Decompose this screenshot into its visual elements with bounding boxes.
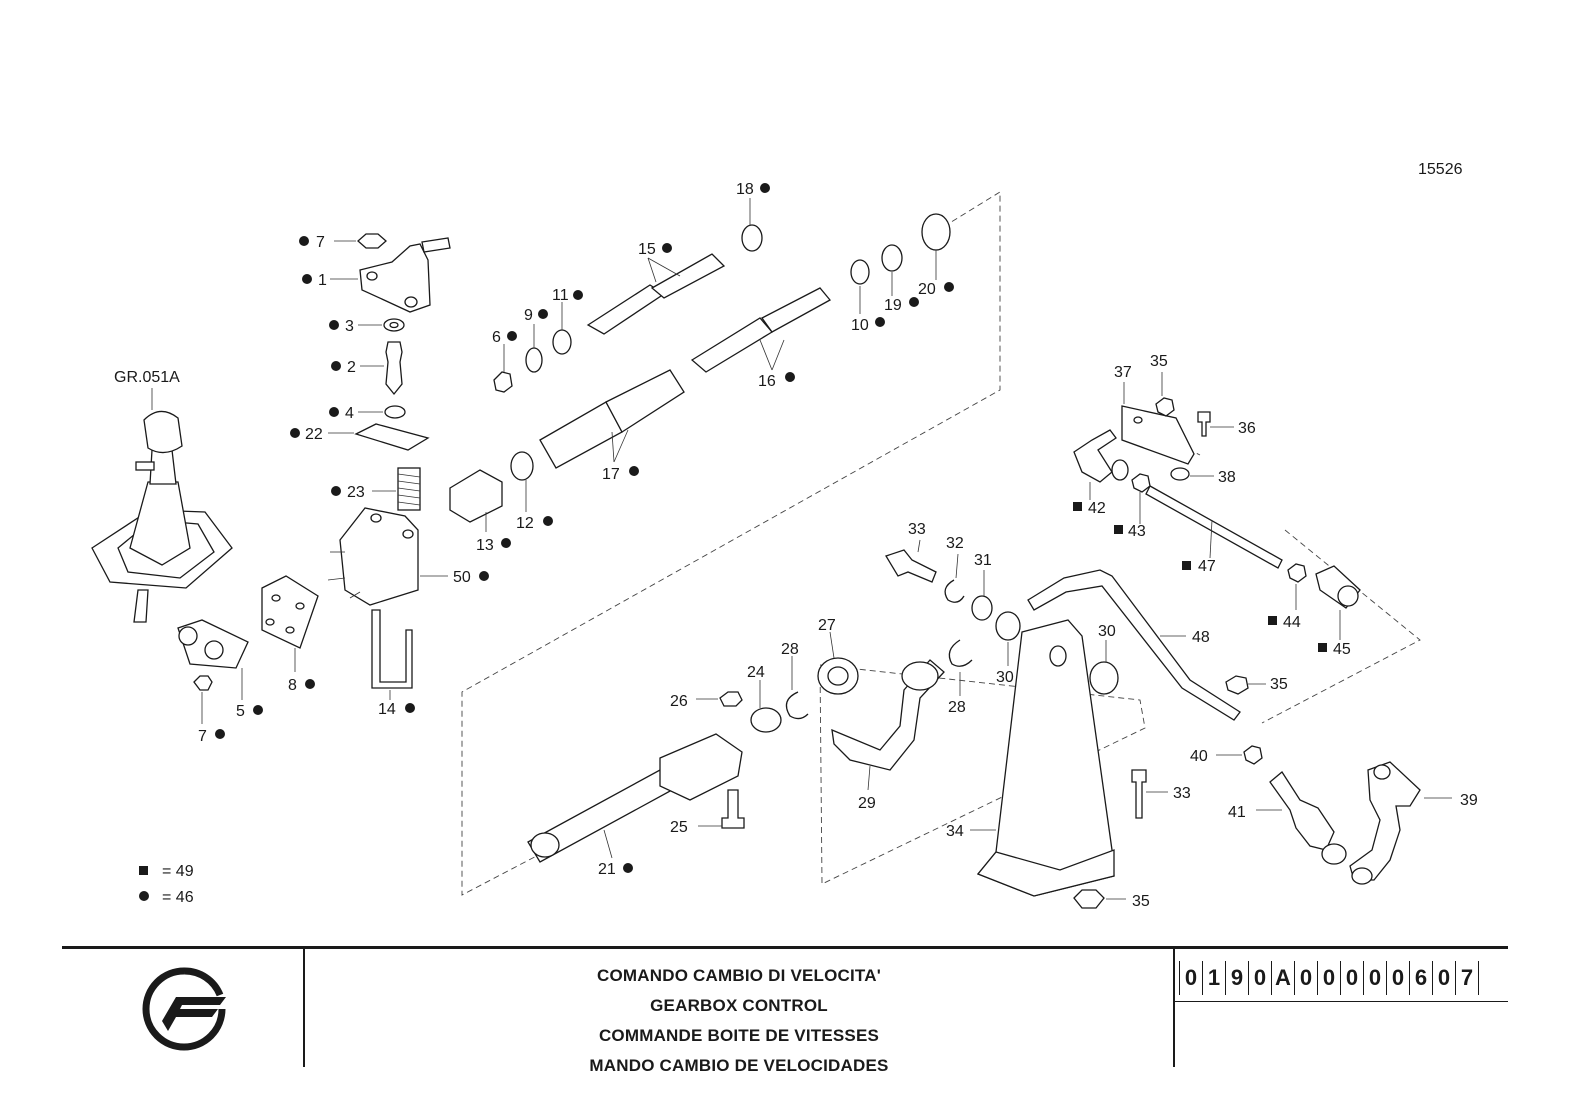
- linkage-assembly: [1073, 372, 1361, 640]
- callout-21: 21: [598, 861, 616, 878]
- callout-48: 48: [1192, 629, 1210, 646]
- upper-shaft-assembly: [449, 198, 951, 532]
- callout-27: 27: [818, 617, 836, 634]
- callout-9: 9: [524, 307, 533, 324]
- callout-30a: 30: [996, 669, 1014, 686]
- lower-shaft-assembly: [527, 631, 973, 863]
- callout-7b: 7: [198, 728, 207, 745]
- callout-50: 50: [453, 569, 471, 586]
- code-char: 0: [1387, 961, 1410, 995]
- legend: = 49 = 46: [139, 863, 194, 906]
- company-logo: [142, 967, 226, 1051]
- code-char: 0: [1433, 961, 1456, 995]
- group-reference: GR.051A: [114, 369, 180, 386]
- callout-22: 22: [305, 426, 323, 443]
- code-cell: 0 1 9 0 A 0 0 0 0 0 6 0 7: [1175, 949, 1508, 1067]
- callout-6: 6: [492, 329, 501, 346]
- callout-18: 18: [736, 181, 754, 198]
- callout-36: 36: [1238, 420, 1256, 437]
- spring: [397, 467, 421, 511]
- callout-25: 25: [670, 819, 688, 836]
- callout-2: 2: [347, 359, 356, 376]
- code-char: A: [1272, 961, 1295, 995]
- code-char: 0: [1318, 961, 1341, 995]
- callout-40: 40: [1190, 748, 1208, 765]
- callout-19: 19: [884, 297, 902, 314]
- callout-12: 12: [516, 515, 534, 532]
- callout-20: 20: [918, 281, 936, 298]
- callout-23: 23: [347, 484, 365, 501]
- code-char: 7: [1456, 961, 1479, 995]
- callout-38: 38: [1218, 469, 1236, 486]
- title-spanish: MANDO CAMBIO DE VELOCIDADES: [589, 1056, 889, 1075]
- callout-24: 24: [747, 664, 765, 681]
- title-italian: COMANDO CAMBIO DI VELOCITA': [597, 966, 881, 985]
- legend-circle-label: = 46: [162, 889, 194, 906]
- code-char: 0: [1249, 961, 1272, 995]
- callout-15: 15: [638, 241, 656, 258]
- callout-17: 17: [602, 466, 620, 483]
- callout-37: 37: [1114, 364, 1132, 381]
- left-parts: [177, 233, 451, 724]
- code-divider: [1175, 1001, 1508, 1002]
- callout-13: 13: [476, 537, 494, 554]
- document-code: 0 1 9 0 A 0 0 0 0 0 6 0 7: [1179, 961, 1479, 995]
- legend-square-label: = 49: [162, 863, 194, 880]
- callout-35c: 35: [1132, 893, 1150, 910]
- legend-circle-marker: [139, 891, 149, 901]
- callout-11: 11: [552, 287, 569, 304]
- callout-42: 42: [1088, 500, 1106, 517]
- callout-45: 45: [1333, 641, 1351, 658]
- titles-cell: COMANDO CAMBIO DI VELOCITA' GEARBOX CONT…: [305, 949, 1175, 1075]
- gear-lever-assembly: [91, 388, 233, 623]
- callout-30b: 30: [1098, 623, 1116, 640]
- callout-3: 3: [345, 318, 354, 335]
- callout-26: 26: [670, 693, 688, 710]
- callout-7a: 7: [316, 234, 325, 251]
- code-char: 1: [1203, 961, 1226, 995]
- exploded-parts-diagram: 15526 GR.051A: [91, 161, 1478, 910]
- callout-28b: 28: [948, 699, 966, 716]
- callout-28a: 28: [781, 641, 799, 658]
- callout-14: 14: [378, 701, 396, 718]
- callout-4: 4: [345, 405, 354, 422]
- title-french: COMMANDE BOITE DE VITESSES: [598, 1026, 880, 1045]
- code-char: 9: [1226, 961, 1249, 995]
- callout-39: 39: [1460, 792, 1478, 809]
- stand-assembly: [885, 539, 1452, 909]
- callout-1: 1: [318, 272, 327, 289]
- logo-cell: [62, 949, 305, 1067]
- callout-32: 32: [946, 535, 964, 552]
- code-char: 6: [1410, 961, 1433, 995]
- callout-16: 16: [758, 373, 776, 390]
- callout-8: 8: [288, 677, 297, 694]
- callout-35b: 35: [1270, 676, 1288, 693]
- code-char: 0: [1364, 961, 1387, 995]
- callout-44: 44: [1283, 614, 1301, 631]
- callout-33b: 33: [1173, 785, 1191, 802]
- code-char: 0: [1341, 961, 1364, 995]
- callout-labels: 7 1 3 2 4 22 23 50 8 5 7 14 18 15 11 9 6…: [198, 181, 1478, 910]
- callout-5: 5: [236, 703, 245, 720]
- callout-35a: 35: [1150, 353, 1168, 370]
- title-english: GEARBOX CONTROL: [650, 996, 828, 1015]
- legend-square-marker: [139, 866, 148, 875]
- callout-47: 47: [1198, 558, 1216, 575]
- callout-31: 31: [974, 552, 992, 569]
- code-char: 0: [1179, 961, 1203, 995]
- title-block: COMANDO CAMBIO DI VELOCITA' GEARBOX CONT…: [62, 946, 1508, 1075]
- code-char: 0: [1295, 961, 1318, 995]
- callout-41: 41: [1228, 804, 1246, 821]
- callout-34: 34: [946, 823, 964, 840]
- callout-10: 10: [851, 317, 869, 334]
- callout-33a: 33: [908, 521, 926, 538]
- callout-29: 29: [858, 795, 876, 812]
- callout-43: 43: [1128, 523, 1146, 540]
- figure-number: 15526: [1418, 161, 1463, 178]
